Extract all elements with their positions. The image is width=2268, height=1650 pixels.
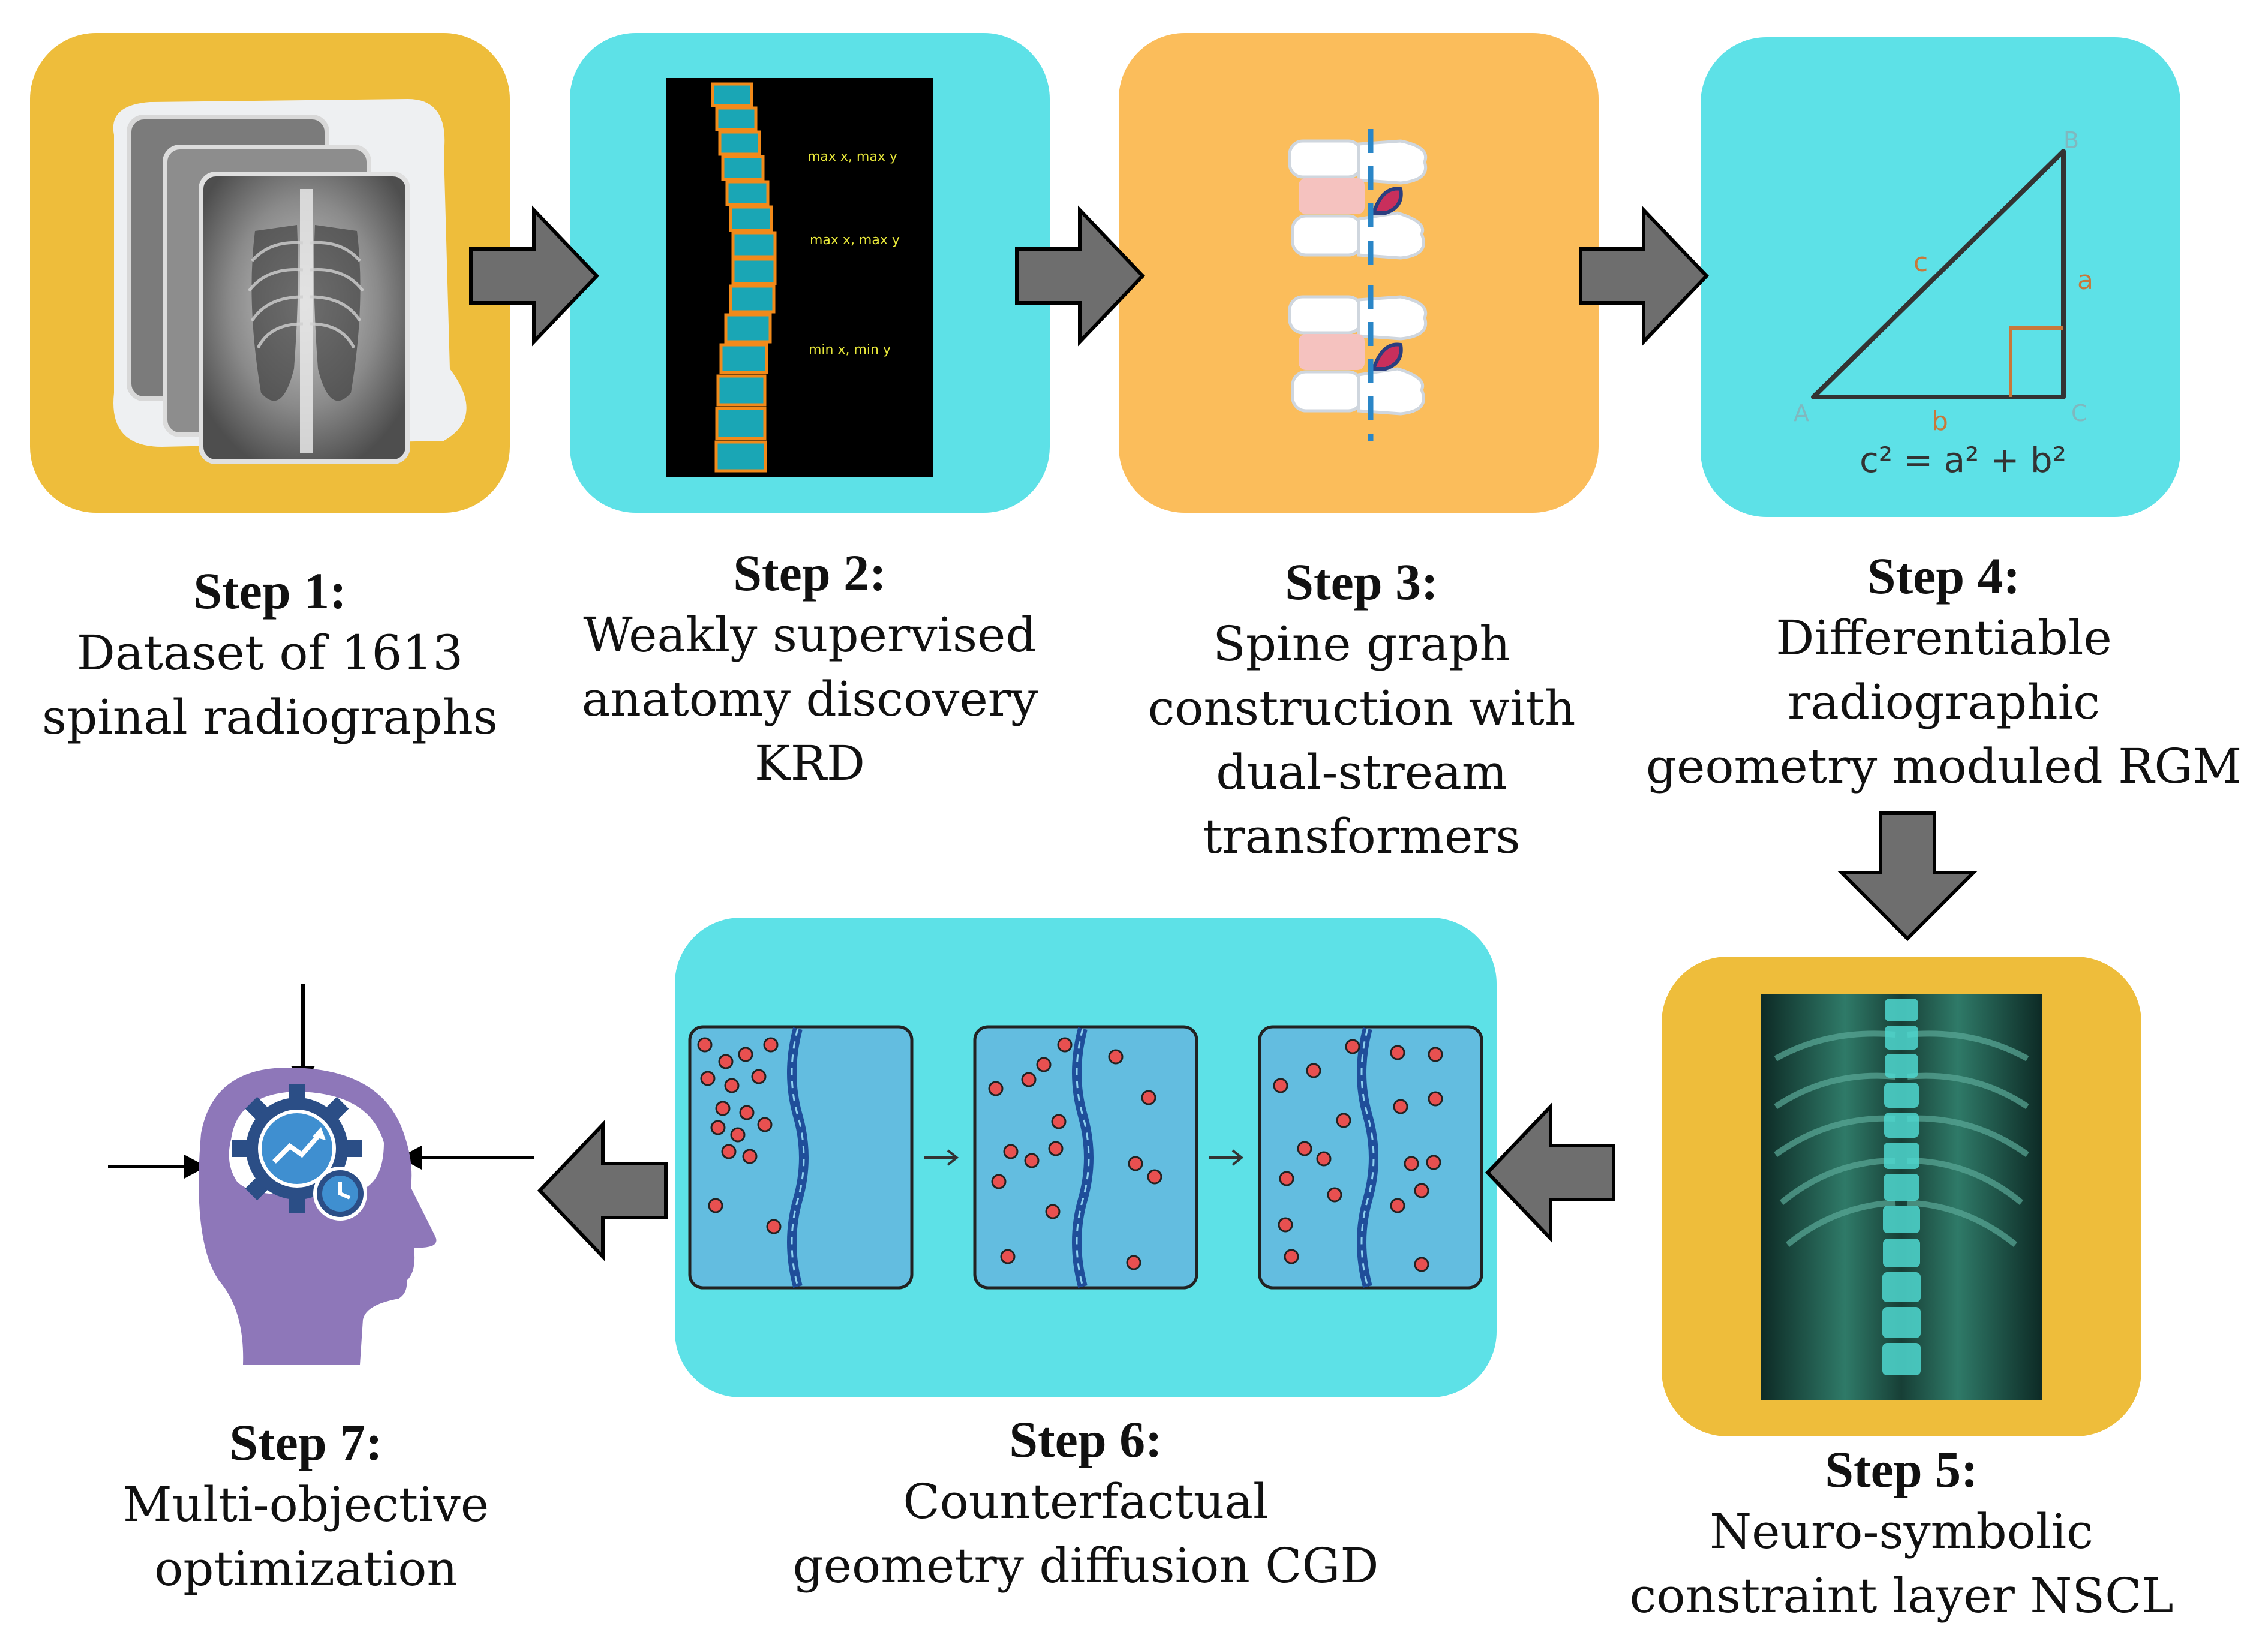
vertex-b-label: B [2063, 127, 2079, 154]
step1-caption: Step 1: Dataset of 1613 spinal radiograp… [0, 561, 540, 749]
vertebrae-illustration [1288, 129, 1427, 441]
arrow-1-to-2 [469, 205, 600, 347]
vertebra-boxes [711, 82, 777, 473]
triangle-diagram: a b c A B C c² = a² + b² [1794, 127, 2093, 480]
step6-title: Step 6: [1009, 1411, 1162, 1468]
pythagoras-equation: c² = a² + b² [1860, 440, 2066, 480]
annotation-1: max x, max y [807, 149, 897, 164]
step4-caption: Step 4: Differentiable radiographic geom… [1620, 546, 2268, 798]
arrow-3-to-4 [1579, 205, 1710, 347]
step2-caption: Step 2: Weakly supervised anatomy discov… [540, 543, 1080, 795]
annotation-3: min x, min y [809, 342, 891, 357]
step3-description: Spine graph construction with dual-strea… [1147, 616, 1576, 864]
step4-card: a b c A B C c² = a² + b² [1701, 37, 2180, 517]
side-c-label: c [1913, 247, 1928, 278]
vertex-a-label: A [1794, 400, 1809, 426]
vertex-c-label: C [2071, 400, 2087, 426]
step3-card [1119, 33, 1599, 513]
step1-title: Step 1: [193, 562, 347, 620]
spine-xray-image [1761, 994, 2042, 1400]
step4-description: Differentiable radiographic geometry mod… [1645, 610, 2242, 794]
side-a-label: a [2077, 265, 2093, 296]
step7-title: Step 7: [229, 1414, 383, 1471]
spine-segmentation-panel: max x, max y max x, max y min x, min y [666, 78, 933, 477]
annotation-2: max x, max y [810, 233, 900, 248]
step5-title: Step 5: [1825, 1441, 1978, 1498]
step4-title: Step 4: [1867, 547, 2021, 605]
arrow-2-to-3 [1015, 205, 1146, 347]
step7-description: Multi-objective optimization [122, 1477, 489, 1597]
arrow-6-to-7 [537, 1120, 668, 1261]
step1-card [30, 33, 510, 513]
step5-description: Neuro-symbolic constraint layer NSCL [1629, 1504, 2174, 1624]
step2-card: max x, max y max x, max y min x, min y [570, 33, 1050, 513]
step6-description: Counterfactual geometry diffusion CGD [792, 1474, 1379, 1594]
step5-card [1662, 957, 2141, 1436]
brain-optimization-icon [108, 984, 534, 1365]
step6-card [675, 918, 1497, 1397]
side-b-label: b [1931, 406, 1948, 437]
step2-description: Weakly supervised anatomy discovery KRD [581, 607, 1038, 791]
arrow-4-to-5 [1837, 811, 1978, 942]
step2-title: Step 2: [733, 544, 887, 602]
arrow-5-to-6 [1485, 1102, 1615, 1243]
step3-caption: Step 3: Spine graph construction with du… [1080, 552, 1644, 868]
step5-caption: Step 5: Neuro-symbolic constraint layer … [1584, 1439, 2219, 1628]
step6-caption: Step 6: Counterfactual geometry diffusio… [756, 1409, 1416, 1598]
xray-stack-illustration [113, 99, 467, 464]
step1-description: Dataset of 1613 spinal radiographs [42, 625, 498, 745]
step3-title: Step 3: [1285, 553, 1438, 611]
diffusion-panels [688, 1025, 1483, 1290]
step7-caption: Step 7: Multi-objective optimization [60, 1412, 552, 1601]
